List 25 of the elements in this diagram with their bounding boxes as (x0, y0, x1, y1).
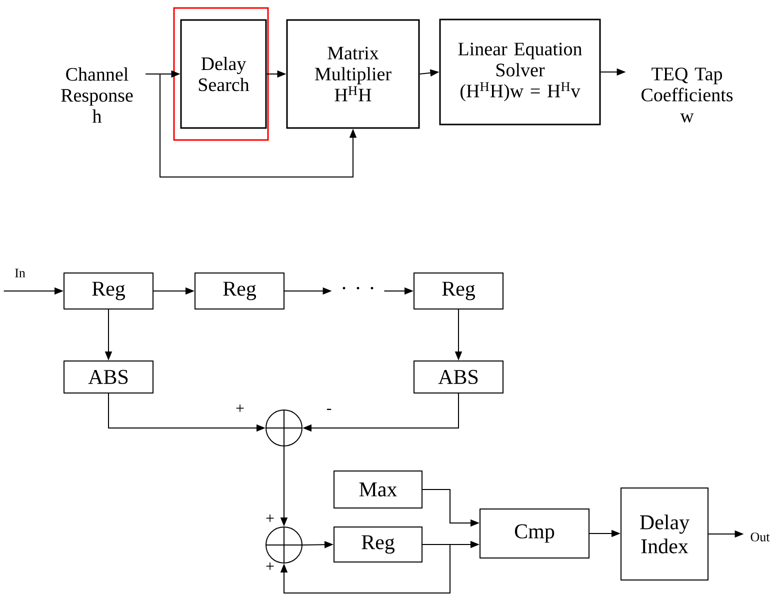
sign-label: + (266, 562, 274, 570)
sign-label: - (326, 408, 332, 410)
block-box: Reg (64, 272, 154, 310)
block-box: ABS (414, 360, 504, 394)
block-box: Cmp (480, 508, 590, 558)
sign-label: + (236, 404, 244, 412)
block-box: Reg (414, 272, 504, 310)
signal-label: Channel Response h (61, 67, 133, 123)
signal-label: In (15, 268, 26, 278)
signal-label: · · · (342, 286, 374, 290)
block-box: Matrix Multiplier H$^{H}$H (286, 19, 420, 129)
sign-label: + (266, 514, 274, 522)
adder-circle (265, 409, 303, 447)
block-box: Reg (194, 272, 284, 310)
block-box: Reg (334, 526, 422, 562)
block-box: Max (334, 470, 422, 508)
block-box: Delay Search (180, 19, 267, 129)
adder-circle (265, 526, 303, 564)
block-box: Linear Equation Solver (H$^{H}$H)w = H$^{H}$v (439, 18, 601, 126)
highlight-box (173, 7, 269, 141)
signal-label: TEQ Tap Coefficients w (642, 68, 733, 122)
block-box: Delay Index (620, 488, 708, 580)
arrow (280, 544, 450, 594)
block-box: ABS (64, 360, 154, 394)
signal-label: Out (750, 532, 770, 542)
